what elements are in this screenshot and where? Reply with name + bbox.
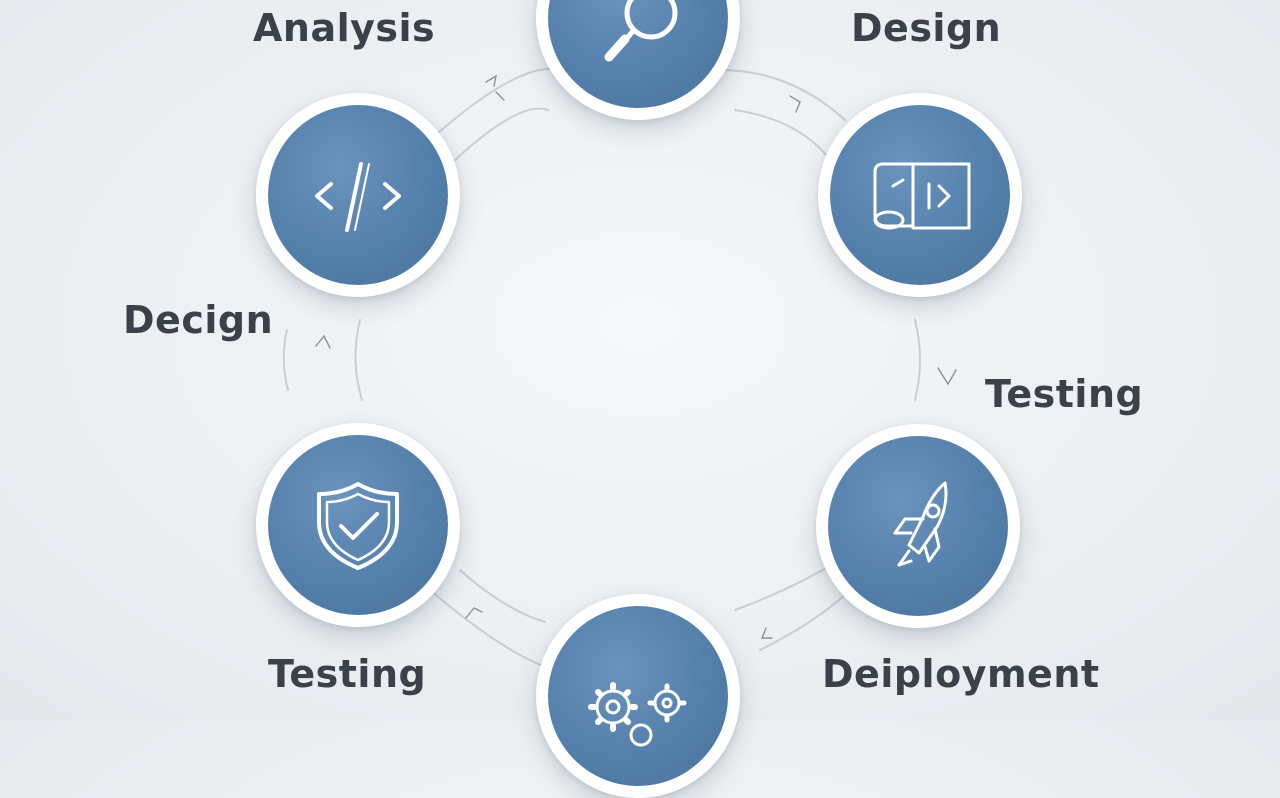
arrow-icon [760, 627, 773, 639]
arrow-icon [315, 334, 331, 349]
stage-node-design[interactable] [818, 93, 1022, 297]
magnifier-icon [604, 0, 678, 62]
arrow-icon [789, 95, 801, 113]
stage-node-deployment[interactable] [816, 424, 1020, 628]
label-analysis: Analysis [253, 6, 436, 50]
arrow-icon [465, 607, 483, 619]
rocket-icon [893, 481, 948, 567]
stage-node-implementation[interactable] [256, 93, 460, 297]
arrow-icon [485, 74, 497, 87]
label-decign: Decign [123, 298, 274, 342]
code-brackets-icon [315, 162, 401, 232]
label-deiployment: Deiployment [822, 652, 1100, 696]
label-testing-left: Testing [268, 652, 427, 696]
stage-node-gears[interactable] [536, 594, 740, 798]
arrow-icon [937, 367, 957, 386]
label-testing-right: Testing [985, 372, 1144, 416]
stage-node-analysis[interactable] [536, 0, 740, 120]
shield-check-icon [317, 482, 399, 570]
label-design: Design [851, 6, 1002, 50]
blueprint-code-icon [873, 162, 971, 230]
stage-node-testing[interactable] [256, 423, 460, 627]
gears-icon [588, 682, 687, 747]
